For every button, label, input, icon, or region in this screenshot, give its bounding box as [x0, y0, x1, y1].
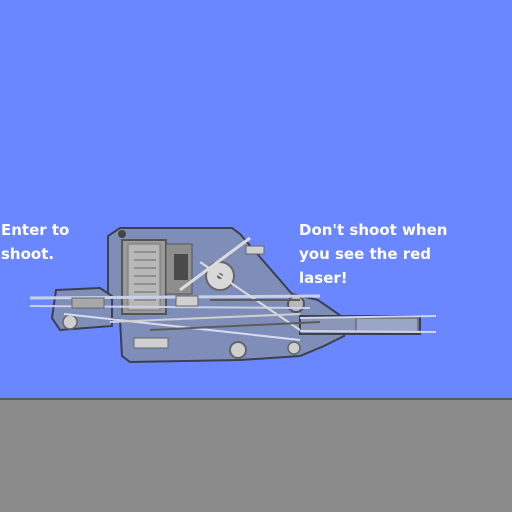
ground [0, 398, 512, 512]
shoot-instruction-text: Enter to shoot. [1, 221, 70, 263]
machine-stock [50, 286, 113, 332]
laser-warning-text: Don't shoot when you see the red laser! [299, 221, 448, 287]
